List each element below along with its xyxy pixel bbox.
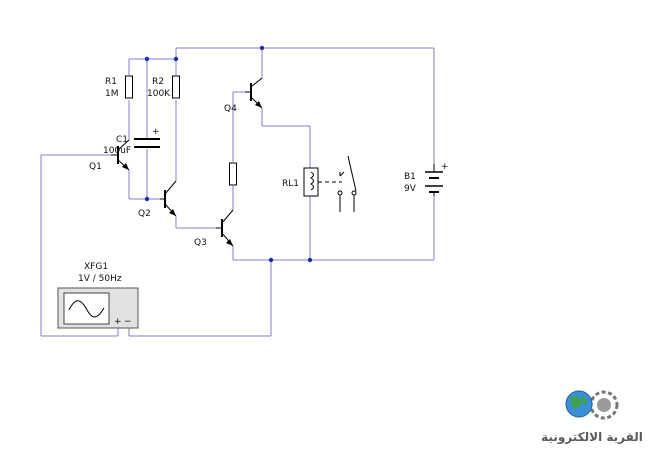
transistor-q4: Q4: [224, 77, 263, 114]
r2-name: R2: [152, 77, 164, 87]
b1-name: B1: [404, 172, 416, 182]
q3-name: Q3: [194, 238, 207, 248]
r1-value: 1M: [105, 89, 119, 99]
r1-name: R1: [105, 77, 117, 87]
b1-polarity: +: [441, 162, 449, 172]
resistor-r2: R2 100K: [147, 75, 180, 99]
globe-gear-logo: [565, 390, 619, 420]
junctions: [144, 45, 313, 263]
xfg1-minus: −: [124, 317, 132, 327]
junction-dot: [259, 45, 265, 51]
resistor-q4-base: [229, 162, 237, 186]
watermark-text: القرية الالكترونية: [541, 430, 643, 445]
transistor-q3: Q3: [194, 209, 234, 248]
xfg1-plus: +: [114, 317, 122, 327]
junction-dot: [144, 196, 150, 202]
r2-value: 100K: [147, 89, 171, 99]
q1-name: Q1: [89, 162, 102, 172]
wires: [40, 47, 435, 337]
junction-dot: [144, 56, 150, 62]
battery-b1: + B1 9V: [404, 162, 449, 196]
xfg1-value: 1V / 50Hz: [78, 274, 122, 284]
relay-rl1: RL1: [282, 155, 357, 212]
c1-name: C1: [116, 135, 128, 145]
transistor-q1: Q1: [89, 139, 130, 172]
junction-dot: [307, 257, 313, 263]
rl1-name: RL1: [282, 179, 299, 189]
xfg1-name: XFG1: [84, 262, 108, 272]
transistor-q2: Q2: [138, 180, 177, 219]
resistor-r1: R1 1M: [105, 75, 133, 99]
function-generator-xfg1: XFG1 1V / 50Hz + −: [57, 262, 139, 329]
watermark: القرية الالكترونية: [541, 390, 643, 445]
q4-name: Q4: [224, 104, 237, 114]
capacitor-c1: + C1 100uF: [103, 127, 160, 156]
b1-value: 9V: [404, 184, 417, 194]
junction-dot: [268, 257, 274, 263]
c1-polarity: +: [152, 127, 160, 137]
sine-wave-icon: [68, 300, 105, 318]
q2-name: Q2: [138, 209, 151, 219]
junction-dot: [173, 56, 179, 62]
